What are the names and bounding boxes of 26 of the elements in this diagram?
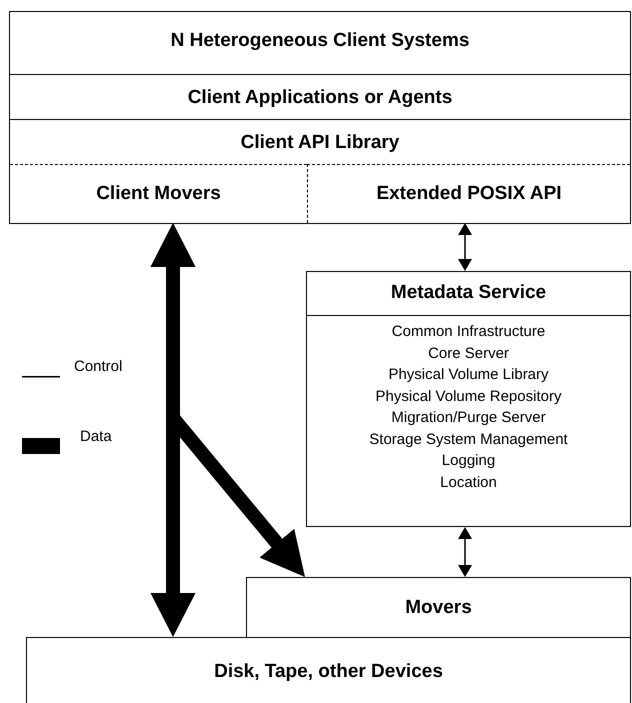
label: Disk, Tape, other Devices [214,661,443,683]
control-arrow [458,527,472,577]
service-box [306,271,631,527]
movers-box [246,577,631,638]
list-item: Storage System Management [368,430,569,450]
legend-label: Data [80,428,112,445]
label: Client API Library [240,132,400,154]
system-box [9,11,631,224]
device-box [26,637,631,703]
list-item: Location [439,472,498,492]
list-item: Migration/Purge Server [390,408,547,428]
label: Client Movers [96,183,221,205]
list-item: Logging [440,451,496,471]
heading: Metadata Service [390,282,548,304]
legend-label: Control [74,358,122,375]
label: Movers [405,596,472,618]
list-item: Physical Volume Library [387,365,550,385]
list-item: Physical Volume Repository [374,386,562,406]
data-arrow [150,223,305,577]
layer-section [307,164,630,223]
list-item: Common Infrastructure [390,322,546,342]
heading: N Heterogeneous Client Systems [170,30,470,52]
label: Extended POSIX API [376,183,562,205]
list-item: Core Server [427,344,510,364]
control-arrow [458,223,472,271]
label: Client Applications or Agents [188,86,452,108]
